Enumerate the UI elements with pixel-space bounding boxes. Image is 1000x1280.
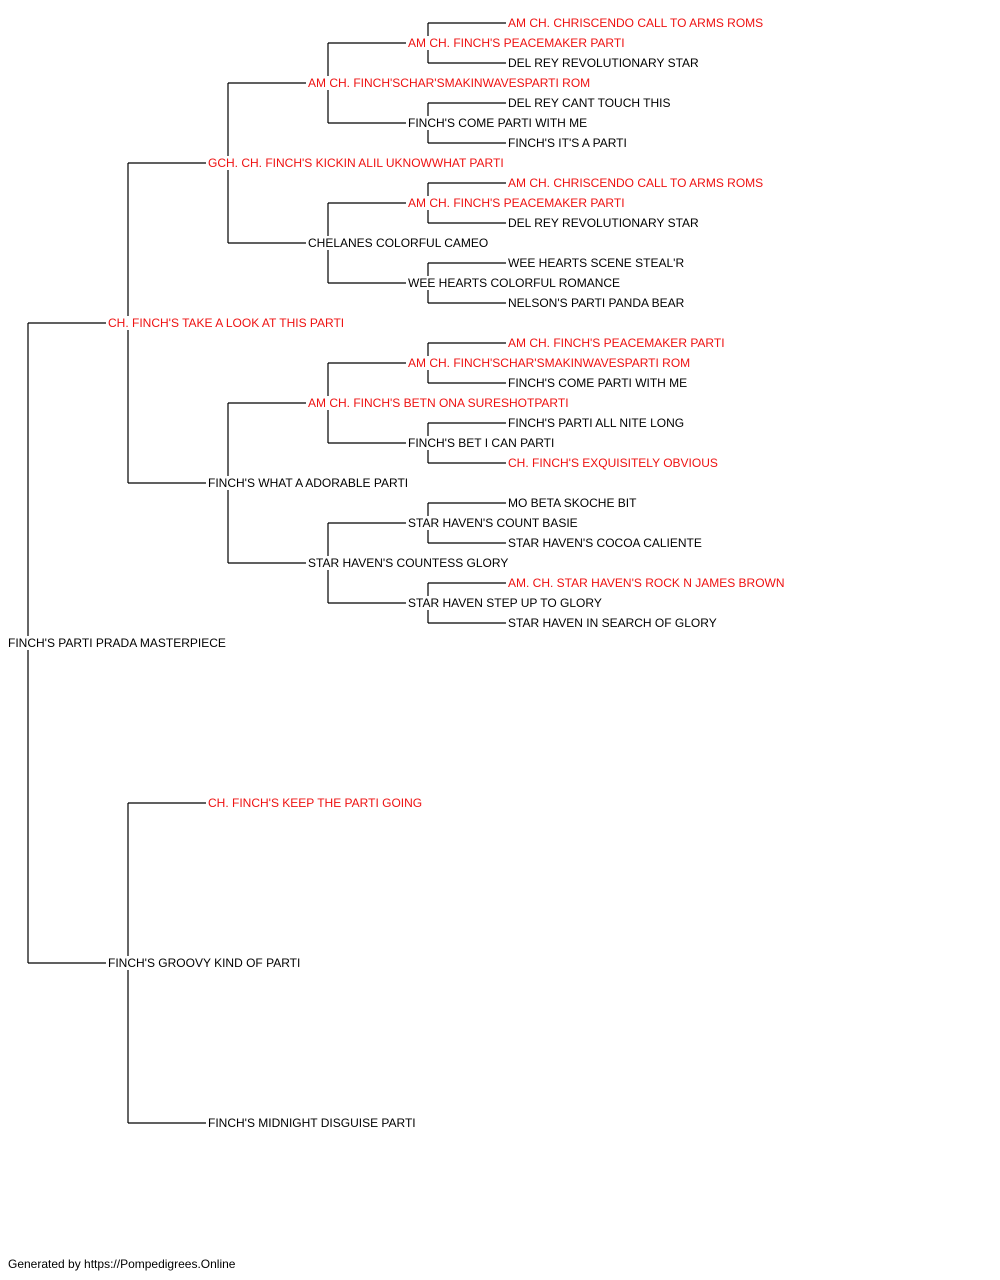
ancestor-name[interactable]: WEE HEARTS SCENE STEAL'R: [508, 256, 685, 270]
ancestor-name[interactable]: DEL REY REVOLUTIONARY STAR: [508, 216, 699, 230]
ancestor-name[interactable]: FINCH'S COME PARTI WITH ME: [508, 376, 688, 390]
ancestor-name[interactable]: AM CH. FINCH'S BETN ONA SURESHOTPARTI: [308, 396, 569, 410]
ancestor-name[interactable]: WEE HEARTS COLORFUL ROMANCE: [408, 276, 621, 290]
ancestor-name[interactable]: STAR HAVEN'S COUNT BASIE: [408, 516, 578, 530]
ancestor-name[interactable]: CH. FINCH'S KEEP THE PARTI GOING: [208, 796, 423, 810]
ancestor-name[interactable]: FINCH'S GROOVY KIND OF PARTI: [108, 956, 301, 970]
generated-by-footer[interactable]: Generated by https://Pompedigrees.Online: [8, 1257, 236, 1271]
ancestor-name[interactable]: FINCH'S WHAT A ADORABLE PARTI: [208, 476, 409, 490]
ancestor-name[interactable]: GCH. CH. FINCH'S KICKIN ALIL UKNOWWHAT P…: [208, 156, 504, 170]
ancestor-name[interactable]: NELSON'S PARTI PANDA BEAR: [508, 296, 685, 310]
ancestor-name[interactable]: AM. CH. STAR HAVEN'S ROCK N JAMES BROWN: [508, 576, 785, 590]
ancestor-name[interactable]: STAR HAVEN IN SEARCH OF GLORY: [508, 616, 717, 630]
ancestor-name[interactable]: STAR HAVEN STEP UP TO GLORY: [408, 596, 602, 610]
ancestor-name[interactable]: MO BETA SKOCHE BIT: [508, 496, 637, 510]
ancestor-name[interactable]: AM CH. FINCH'S PEACEMAKER PARTI: [408, 196, 625, 210]
ancestor-name[interactable]: DEL REY REVOLUTIONARY STAR: [508, 56, 699, 70]
ancestor-name[interactable]: FINCH'S COME PARTI WITH ME: [408, 116, 588, 130]
ancestor-name[interactable]: FINCH'S BET I CAN PARTI: [408, 436, 555, 450]
ancestor-name[interactable]: FINCH'S IT'S A PARTI: [508, 136, 627, 150]
ancestor-name[interactable]: STAR HAVEN'S COCOA CALIENTE: [508, 536, 702, 550]
ancestor-name[interactable]: AM CH. CHRISCENDO CALL TO ARMS ROMS: [508, 16, 764, 30]
ancestor-name[interactable]: CH. FINCH'S TAKE A LOOK AT THIS PARTI: [108, 316, 345, 330]
ancestor-name[interactable]: DEL REY CANT TOUCH THIS: [508, 96, 671, 110]
ancestor-name[interactable]: STAR HAVEN'S COUNTESS GLORY: [308, 556, 509, 570]
ancestor-name[interactable]: AM CH. FINCH'SCHAR'SMAKINWAVESPARTI ROM: [408, 356, 691, 370]
ancestor-name[interactable]: AM CH. CHRISCENDO CALL TO ARMS ROMS: [508, 176, 764, 190]
ancestor-name[interactable]: CH. FINCH'S EXQUISITELY OBVIOUS: [508, 456, 718, 470]
ancestor-name[interactable]: FINCH'S PARTI ALL NITE LONG: [508, 416, 685, 430]
subject-dog-name[interactable]: FINCH'S PARTI PRADA MASTERPIECE: [8, 636, 226, 650]
ancestor-name[interactable]: AM CH. FINCH'S PEACEMAKER PARTI: [508, 336, 725, 350]
ancestor-name[interactable]: CHELANES COLORFUL CAMEO: [308, 236, 489, 250]
ancestor-name[interactable]: AM CH. FINCH'SCHAR'SMAKINWAVESPARTI ROM: [308, 76, 591, 90]
ancestor-name[interactable]: AM CH. FINCH'S PEACEMAKER PARTI: [408, 36, 625, 50]
ancestor-name[interactable]: FINCH'S MIDNIGHT DISGUISE PARTI: [208, 1116, 416, 1130]
